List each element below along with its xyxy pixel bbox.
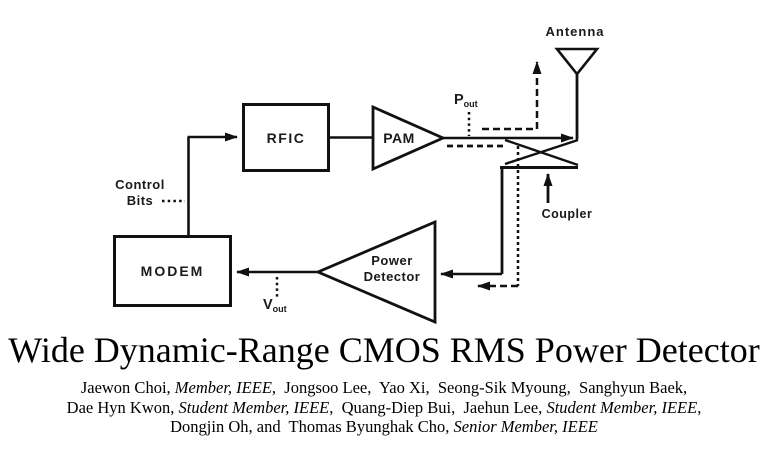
coupler-label: Coupler [541, 207, 593, 221]
rfic-block: RFIC [242, 103, 330, 172]
control-bits-label: Control Bits [104, 177, 176, 209]
vout-symbol: V [263, 297, 273, 313]
member-designation: Student Member, IEEE [178, 397, 330, 417]
modem-block: MODEM [113, 235, 232, 307]
vout-label: Vout [263, 297, 303, 314]
power-detector-line1: Power [371, 253, 413, 268]
power-detector-label: Power Detector [350, 253, 434, 284]
member-designation: Member, IEEE [174, 378, 272, 397]
block-diagram [162, 47, 600, 325]
control-bits-line1: Control [115, 177, 165, 192]
forward-power-dashed-arrow [482, 61, 542, 131]
modem-label: MODEM [140, 263, 205, 279]
control-bits-line2: Bits [126, 193, 154, 208]
author-text: , Jongsoo Lee, Yao Xi, Seong-Sik Myoung,… [271, 378, 688, 397]
author-line-1: Jaewon Choi, Member, IEEE, Jongsoo Lee, … [0, 378, 768, 398]
author-text: , Quang-Diep Bui, Jaehun Lee, [329, 397, 547, 417]
member-designation: Senior Member, IEEE [453, 417, 598, 436]
author-text: Dae Hyn Kwon, [66, 397, 179, 417]
pam-triangle [371, 104, 447, 172]
antenna-label: Antenna [545, 24, 605, 39]
antenna-symbol [554, 47, 600, 77]
pam-label: PAM [383, 130, 415, 146]
vout-subscript: out [272, 304, 287, 314]
power-detector-triangle [314, 219, 437, 325]
paper-title: Wide Dynamic-Range CMOS RMS Power Detect… [8, 330, 760, 370]
power-detector-line2: Detector [363, 268, 421, 284]
author-line-2: Dae Hyn Kwon, Student Member, IEEE, Quan… [0, 398, 768, 418]
author-text: Dongjin Oh, and Thomas Byunghak Cho, [170, 417, 454, 436]
author-text: , [697, 397, 702, 417]
author-list: Jaewon Choi, Member, IEEE, Jongsoo Lee, … [0, 378, 768, 437]
rfic-label: RFIC [266, 129, 306, 146]
pout-symbol: P [454, 92, 464, 108]
author-line-3: Dongjin Oh, and Thomas Byunghak Cho, Sen… [0, 417, 768, 437]
pout-label: Pout [454, 92, 494, 109]
pout-subscript: out [463, 99, 478, 109]
author-text: Jaewon Choi, [80, 378, 175, 397]
member-designation: Student Member, IEEE [546, 397, 698, 417]
